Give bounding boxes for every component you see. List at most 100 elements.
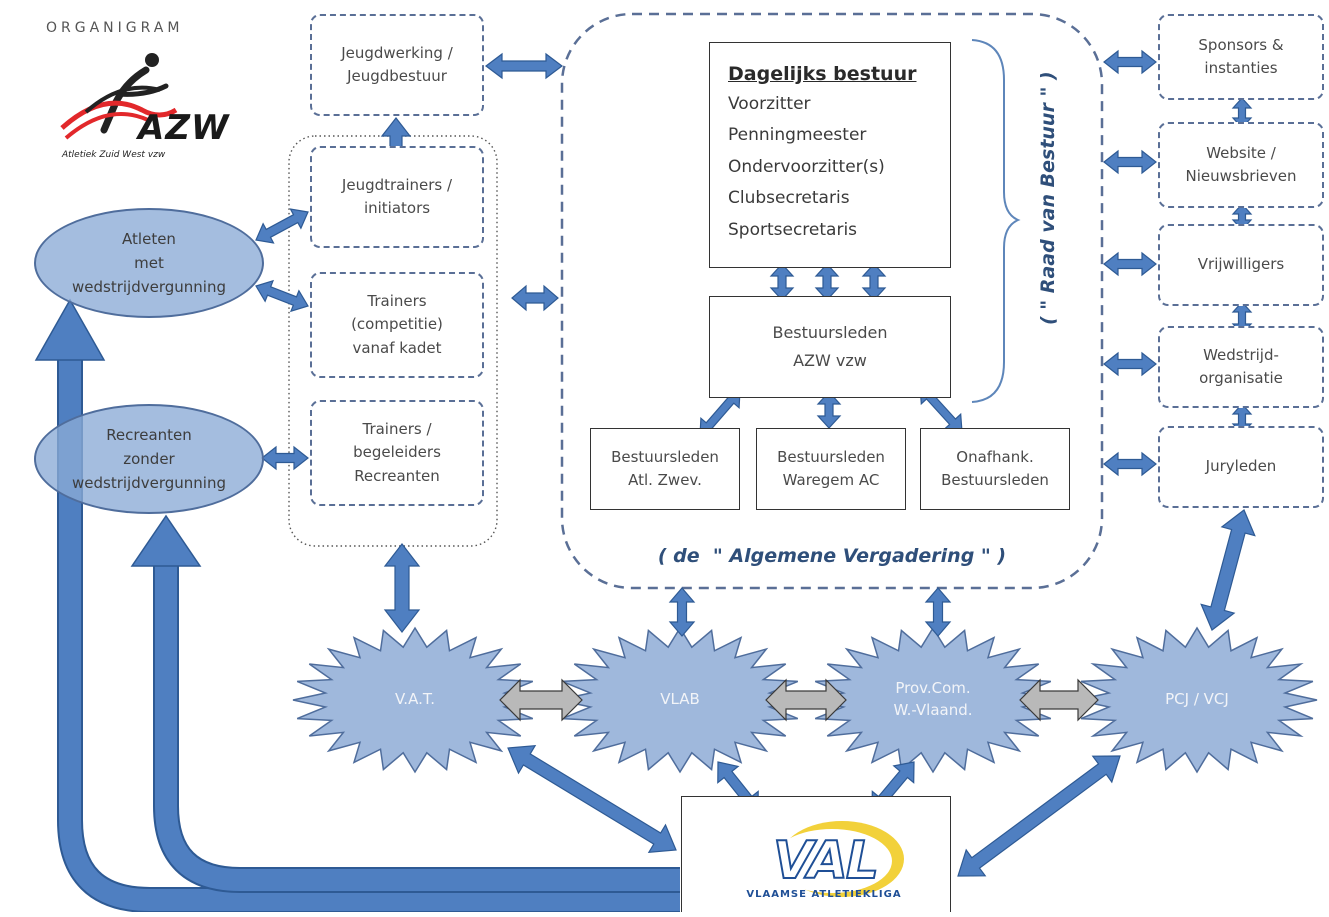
label-line: vanaf kadet [352, 338, 442, 357]
label-line: wedstrijdvergunning [72, 278, 226, 296]
label-line: instanties [1204, 59, 1278, 77]
label-line: Trainers / [362, 420, 432, 439]
assembly-volunteers-arrow [1103, 251, 1157, 277]
recreational-athletes-ellipse: Recreanten zonder wedstrijdvergunning [34, 404, 264, 514]
label-line: W.-Vlaand. [893, 701, 973, 719]
label-line: Sponsors & [1198, 35, 1284, 54]
youth-board-box: Jeugdwerking / Jeugdbestuur [310, 14, 484, 116]
athletes-licensed-ellipse: Atleten met wedstrijdvergunning [34, 208, 264, 318]
athletes-youth-trainers-arrow [255, 208, 309, 244]
league-logo-icon [772, 821, 904, 897]
label-line: Ondervoorzitter(s) [728, 156, 885, 177]
label-line: AZW vzw [793, 351, 867, 370]
trainers-assembly-arrow [511, 284, 559, 312]
label-line: Jeugdbestuur [347, 67, 447, 85]
pcj-vcj-star-label: PCJ / VCJ [1112, 665, 1282, 735]
vat-league-arrow [507, 745, 677, 853]
provcom-star-label: Prov.Com. W.-Vlaand. [848, 665, 1018, 735]
athletes-trainers-arrow [255, 279, 309, 313]
volunteers-box: Vrijwilligers [1158, 224, 1324, 306]
website-box: Website / Nieuwsbrieven [1158, 122, 1324, 208]
recreants-trainers-arrow [261, 445, 309, 471]
label-line: Wedstrijd- [1203, 345, 1279, 364]
label-line: Bestuursleden [772, 323, 888, 342]
label-line: Waregem AC [782, 471, 880, 489]
label-line: Atleten [122, 230, 176, 248]
label-line: Juryleden [1205, 457, 1277, 476]
assembly-provcom-arrow [924, 587, 952, 637]
label-line: Atl. Zwev. [628, 471, 702, 489]
league-athletes-arrow [34, 298, 680, 912]
label-line: PCJ / VCJ [1165, 690, 1229, 709]
competition-organisation-box: Wedstrijd-organisatie [1158, 326, 1324, 408]
league-logo-box: VAL VLAAMSE ATLETIEKLIGA [681, 796, 951, 912]
vlab-provcom-arrow [765, 678, 847, 722]
label-line: Nieuwsbrieven [1185, 167, 1297, 185]
label-line: (competitie) [351, 315, 443, 334]
label-line: organisatie [1199, 369, 1283, 387]
assembly-sponsors-arrow [1103, 49, 1157, 75]
label-line: V.A.T. [394, 690, 435, 709]
sponsors-box: Sponsors & instanties [1158, 14, 1324, 100]
club-logo: AZW Atletiek Zuid West vzw [56, 50, 228, 162]
label-line: Vrijwilligers [1197, 255, 1285, 274]
label-line: Bestuursleden [611, 447, 719, 466]
pcj-league-arrow [957, 755, 1121, 877]
raad-brace [971, 39, 1021, 403]
label-line: begeleiders [353, 443, 441, 462]
vat-vlab-arrow [499, 678, 583, 722]
assembly-vlab-arrow [668, 587, 696, 637]
league-logo-name: VAL [772, 831, 880, 891]
judges-box: Juryleden [1158, 426, 1324, 508]
assembly-website-arrow [1103, 149, 1157, 175]
league-logo-subtitle: VLAAMSE ATLETIEKLIGA [746, 889, 902, 900]
label-line: wedstrijdvergunning [72, 474, 226, 492]
youth-board-assembly-arrow [485, 52, 563, 80]
vlab-star-label: VLAB [595, 665, 765, 735]
vat-star-label: V.A.T. [330, 665, 500, 735]
label-line: Prov.Com. [895, 679, 971, 698]
label-line: met [134, 254, 164, 272]
daily-board-arrow-3 [861, 263, 887, 301]
competition-trainers-box: Trainers (competitie) vanaf kadet [310, 272, 484, 378]
label-line: Voorzitter [728, 94, 811, 114]
vat-star-shape [292, 626, 538, 774]
label-line: Penningmeester [728, 125, 867, 146]
label-line: VLAB [660, 690, 700, 709]
daily-board-arrow-1 [769, 263, 795, 301]
label-line: Trainers [367, 292, 427, 311]
label-line: initiators [363, 199, 431, 217]
daily-board-title: Dagelijks bestuur [728, 63, 917, 85]
label-line: Onafhank. [956, 447, 1034, 466]
assembly-judges-arrow [1103, 451, 1157, 477]
label-line: Clubsecretaris [728, 188, 850, 209]
label-line: zonder [123, 450, 175, 468]
club-logo-subtitle: Atletiek Zuid West vzw [62, 150, 166, 160]
label-line: Recreanten [354, 466, 440, 485]
page-title: ORGANIGRAM [46, 20, 184, 36]
label-line: Jeugdtrainers / [341, 175, 453, 194]
club-logo-name: AZW [138, 108, 230, 148]
general-assembly-label: ( de " Algemene Vergadering " ) [657, 545, 1007, 567]
label-line: Website / [1206, 143, 1276, 162]
label-line: Bestuursleden [777, 447, 885, 466]
runner-logo-icon [60, 53, 178, 140]
label-line: Bestuursleden [941, 471, 1049, 489]
label-line: Jeugdwerking / [341, 43, 453, 62]
raad-van-bestuur-label: ( " Raad van Bestuur " ) [1037, 71, 1059, 325]
league-recreants-arrow [130, 514, 680, 893]
youth-trainers-box: Jeugdtrainers / initiators [310, 146, 484, 248]
judges-pcj-arrow [1200, 509, 1256, 631]
label-line: Sportsecretaris [728, 219, 858, 240]
assembly-organisation-arrow [1103, 351, 1157, 377]
daily-board-arrow-2 [814, 263, 840, 301]
sub-board-independent: Onafhank. Bestuursleden [920, 428, 1070, 510]
label-line: Recreanten [106, 426, 192, 444]
